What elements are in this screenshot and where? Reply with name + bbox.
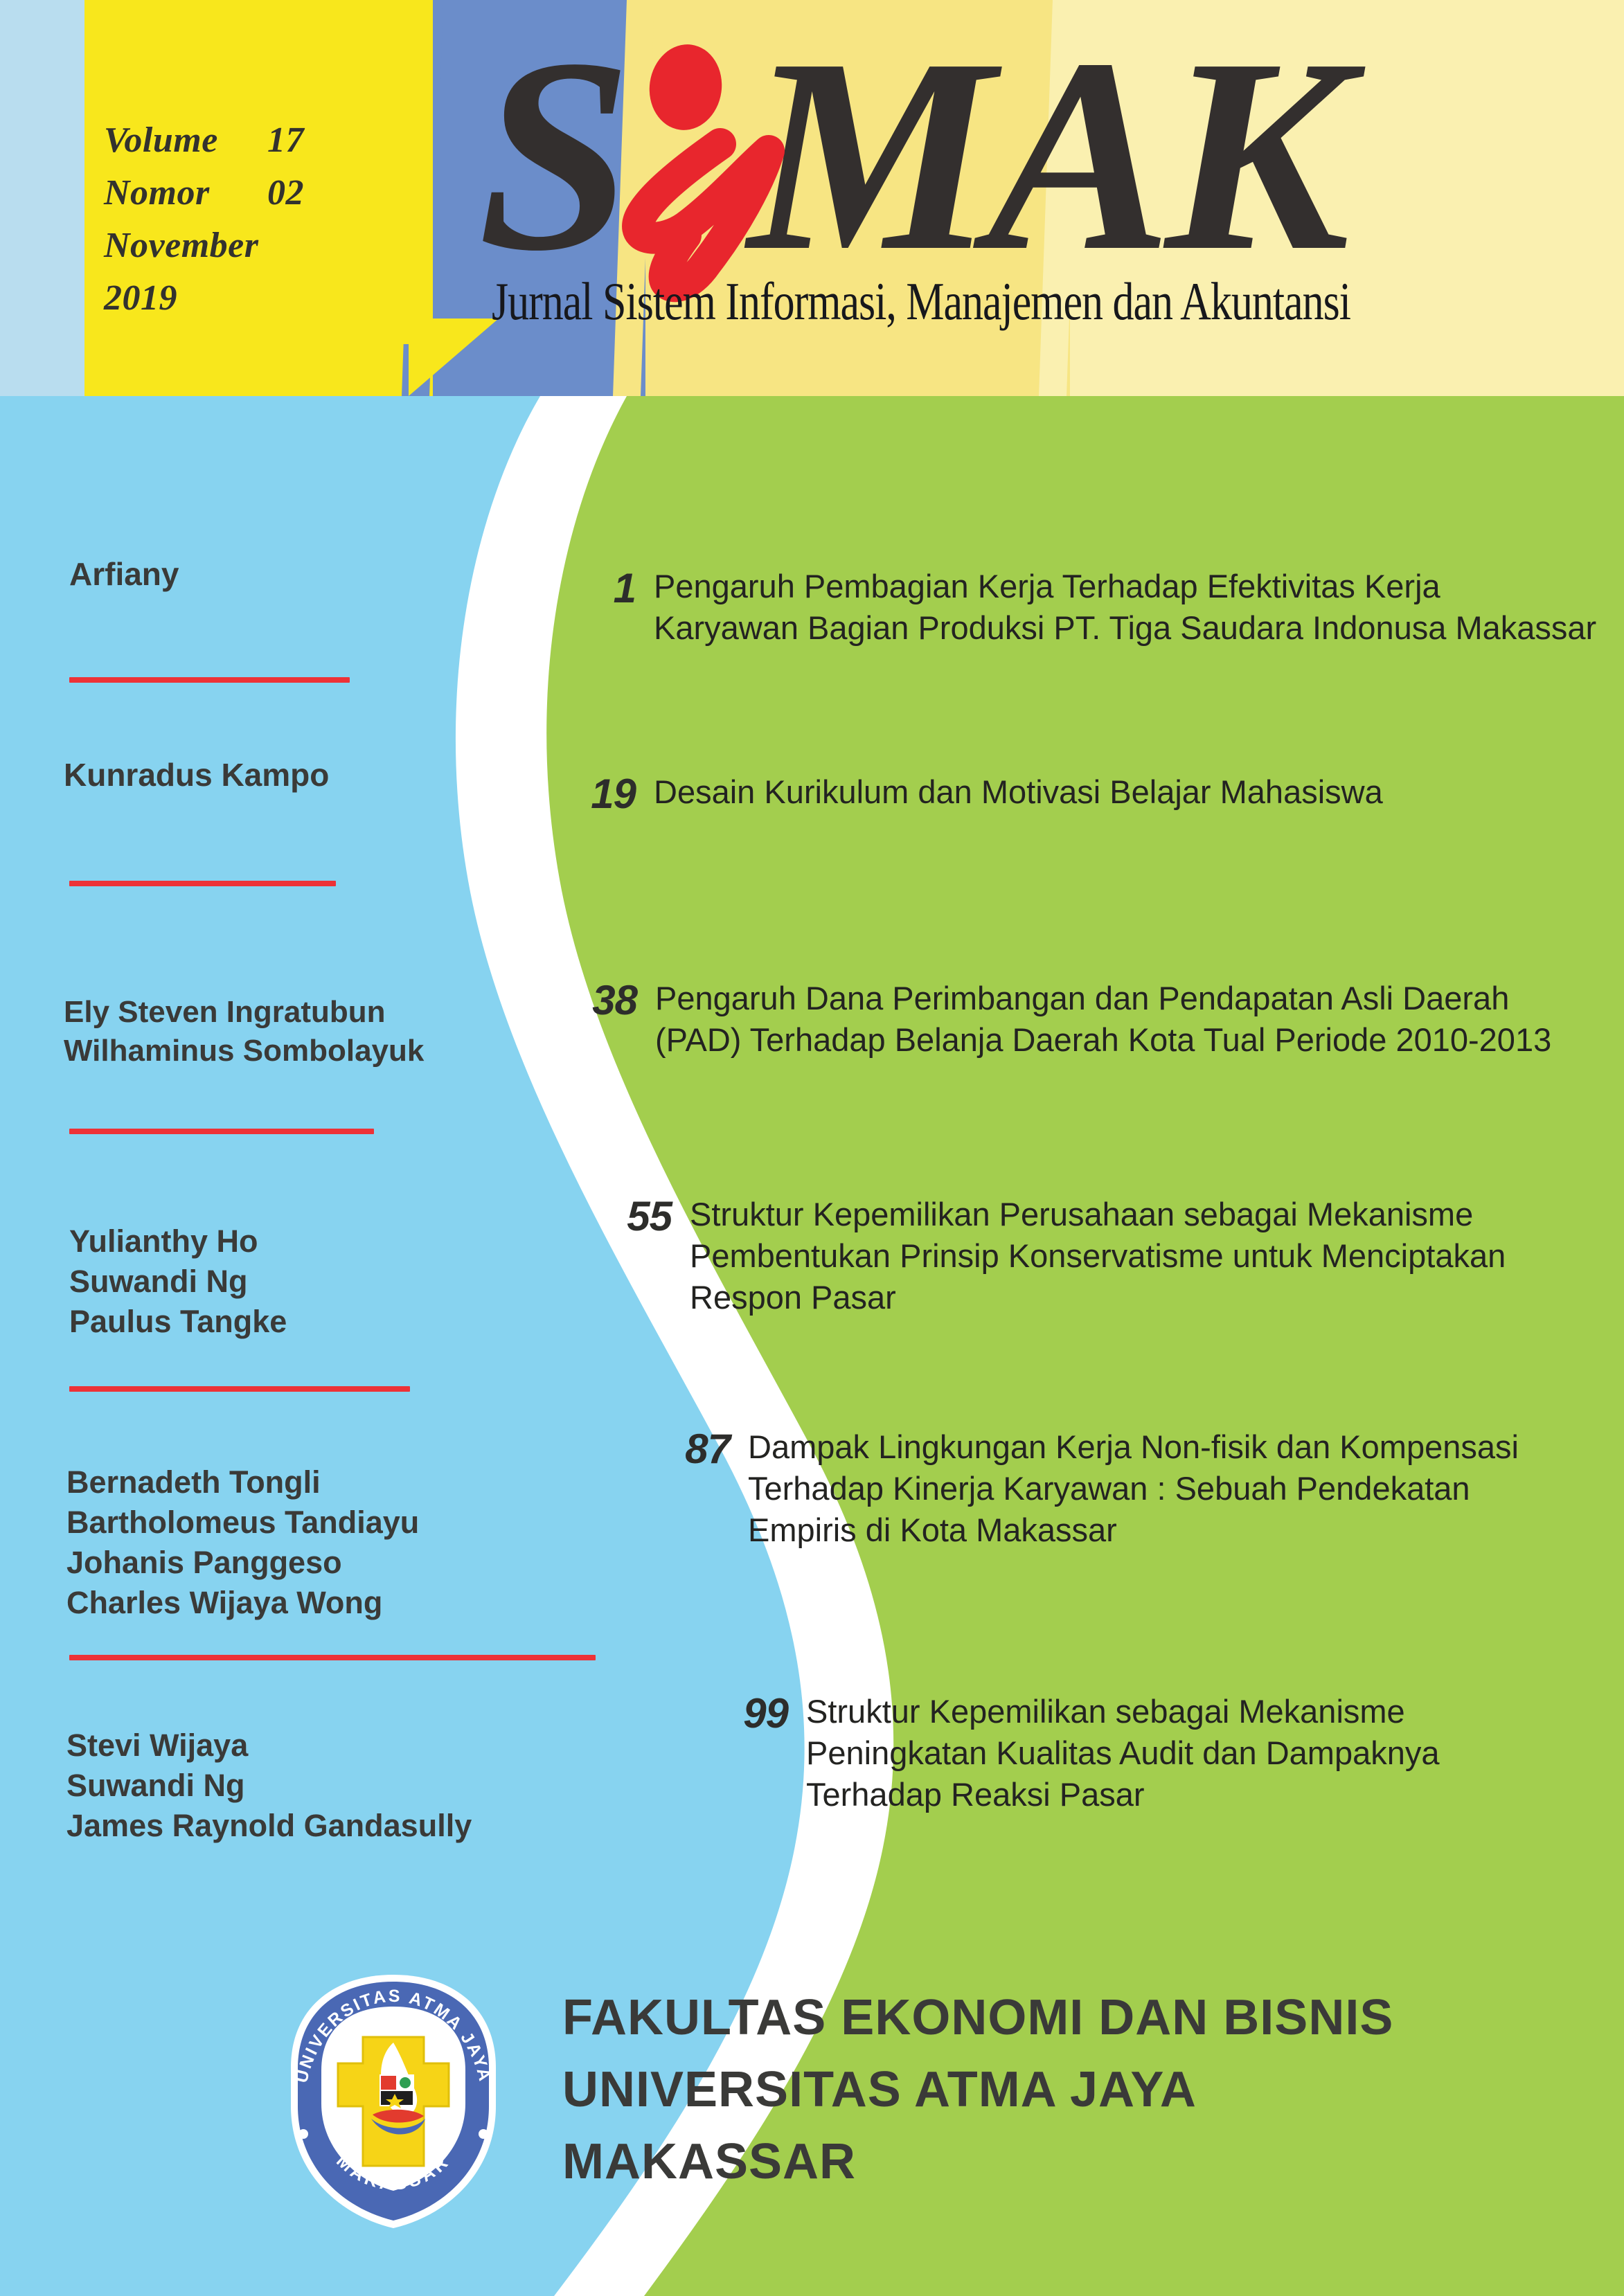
article-title-line: Desain Kurikulum dan Motivasi Belajar Ma…	[654, 773, 1383, 810]
article-page-number: 99	[743, 1690, 789, 1737]
article-title: Pengaruh Dana Perimbangan dan Pendapatan…	[655, 978, 1551, 1061]
author-name: Charles Wijaya Wong	[66, 1585, 383, 1620]
article-title-line: Dampak Lingkungan Kerja Non-fisik dan Ko…	[748, 1428, 1519, 1465]
authors-column: Arfiany Kunradus Kampo Ely Steven Ingrat…	[0, 396, 596, 2296]
header-band-yellow-pale	[1070, 0, 1624, 396]
article-item: 1 Pengaruh Pembagian Kerja Terhadap Efek…	[594, 565, 1597, 649]
month-label: November	[104, 226, 259, 265]
article-title-line: Pembentukan Prinsip Konservatisme untuk …	[690, 1237, 1506, 1274]
article-title-line: Empiris di Kota Makassar	[748, 1512, 1117, 1548]
author-name: Arfiany	[69, 556, 179, 592]
nomor-label: Nomor	[104, 173, 210, 213]
svg-text:S: S	[478, 19, 622, 308]
journal-subtitle: Jurnal Sistem Informasi, Manajemen dan A…	[492, 272, 1351, 332]
author-group-2: Kunradus Kampo	[64, 755, 590, 795]
article-item: 55 Struktur Kepemilikan Perusahaan sebag…	[609, 1194, 1506, 1318]
article-page-number: 1	[613, 565, 636, 611]
author-name: Ely Steven Ingratubun	[64, 995, 386, 1029]
article-list: 1 Pengaruh Pembagian Kerja Terhadap Efek…	[0, 396, 1624, 2296]
svg-text:MAK: MAK	[744, 19, 1368, 308]
author-name: Wilhaminus Sombolayuk	[64, 1034, 425, 1068]
simak-wordmark-icon: S MAK	[478, 19, 1375, 308]
article-title: Desain Kurikulum dan Motivasi Belajar Ma…	[654, 771, 1383, 813]
author-group-5: Bernadeth Tongli Bartholomeus Tandiayu J…	[66, 1462, 593, 1623]
author-name: Kunradus Kampo	[64, 757, 330, 793]
author-name: Yulianthy Ho	[69, 1223, 258, 1259]
article-title-line: Struktur Kepemilikan Perusahaan sebagai …	[690, 1196, 1474, 1232]
university-seal: UNIVERSITAS ATMA JAYA MAKASSAR	[276, 1971, 511, 2234]
header-band-blue-pale	[0, 0, 84, 396]
article-title-line: Terhadap Kinerja Karyawan : Sebuah Pende…	[748, 1470, 1470, 1507]
author-name: Bartholomeus Tandiayu	[66, 1505, 420, 1540]
nomor-row: Nomor 02	[104, 167, 429, 219]
faculty-line-1: FAKULTAS EKONOMI DAN BISNIS	[562, 1990, 1394, 2045]
author-divider	[69, 1386, 410, 1392]
author-group-4: Yulianthy Ho Suwandi Ng Paulus Tangke	[69, 1221, 596, 1342]
author-divider	[69, 1655, 596, 1660]
author-name: Bernadeth Tongli	[66, 1464, 321, 1500]
volume-info: Volume 17 Nomor 02 November 2019	[104, 114, 429, 325]
article-title-line: Peningkatan Kualitas Audit dan Dampaknya	[806, 1734, 1440, 1771]
author-name: James Raynold Gandasully	[66, 1808, 472, 1843]
article-title: Struktur Kepemilikan sebagai Mekanisme P…	[806, 1691, 1440, 1815]
volume-box	[84, 0, 433, 344]
volume-value: 17	[267, 120, 304, 160]
article-title-line: Struktur Kepemilikan sebagai Mekanisme	[806, 1693, 1405, 1730]
author-name: Paulus Tangke	[69, 1304, 287, 1339]
author-divider	[69, 881, 336, 886]
year-label: 2019	[104, 278, 177, 318]
article-title-line: Respon Pasar	[690, 1279, 896, 1316]
author-name: Suwandi Ng	[69, 1264, 248, 1299]
volume-row: Volume 17	[104, 114, 429, 167]
author-group-6: Stevi Wijaya Suwandi Ng James Raynold Ga…	[66, 1725, 593, 1846]
article-title-line: Pengaruh Dana Perimbangan dan Pendapatan…	[655, 980, 1510, 1016]
article-page-number: 55	[627, 1193, 672, 1239]
author-name: Stevi Wijaya	[66, 1728, 249, 1763]
volume-label: Volume	[104, 120, 218, 160]
article-item: 38 Pengaruh Dana Perimbangan dan Pendapa…	[571, 978, 1551, 1061]
author-name: Suwandi Ng	[66, 1768, 245, 1803]
article-item: 99 Struktur Kepemilikan sebagai Mekanism…	[724, 1690, 1440, 1815]
author-group-1: Arfiany	[69, 554, 596, 594]
article-item: 19 Desain Kurikulum dan Motivasi Belajar…	[572, 771, 1383, 817]
article-title-line: (PAD) Terhadap Belanja Daerah Kota Tual …	[655, 1021, 1552, 1058]
faculty-line-3: MAKASSAR	[562, 2134, 857, 2189]
author-divider	[69, 1129, 374, 1134]
article-page-number: 19	[591, 771, 636, 817]
article-title: Pengaruh Pembagian Kerja Terhadap Efekti…	[654, 566, 1596, 649]
nomor-value: 02	[267, 173, 304, 213]
author-divider	[69, 677, 350, 683]
cover-body: Arfiany Kunradus Kampo Ely Steven Ingrat…	[0, 396, 1624, 2296]
green-panel-shape	[546, 396, 1624, 2296]
author-group-3: Ely Steven Ingratubun Wilhaminus Sombola…	[64, 993, 590, 1070]
faculty-name: FAKULTAS EKONOMI DAN BISNIS UNIVERSITAS …	[562, 1982, 1393, 2198]
article-page-number: 38	[592, 977, 638, 1023]
simak-logo: S MAK	[478, 19, 1482, 310]
article-title: Struktur Kepemilikan Perusahaan sebagai …	[690, 1194, 1506, 1318]
s-curve-divider	[455, 396, 1624, 2296]
article-title: Dampak Lingkungan Kerja Non-fisik dan Ko…	[748, 1426, 1519, 1551]
article-title-line: Karyawan Bagian Produksi PT. Tiga Saudar…	[654, 609, 1597, 646]
article-item: 87 Dampak Lingkungan Kerja Non-fisik dan…	[666, 1426, 1519, 1551]
faculty-line-2: UNIVERSITAS ATMA JAYA	[562, 2062, 1197, 2117]
author-name: Johanis Panggeso	[66, 1545, 342, 1580]
article-title-line: Pengaruh Pembagian Kerja Terhadap Efekti…	[654, 568, 1440, 604]
article-title-line: Terhadap Reaksi Pasar	[806, 1776, 1145, 1813]
article-page-number: 87	[685, 1426, 731, 1472]
atma-jaya-seal-icon: UNIVERSITAS ATMA JAYA MAKASSAR	[291, 1975, 496, 2228]
